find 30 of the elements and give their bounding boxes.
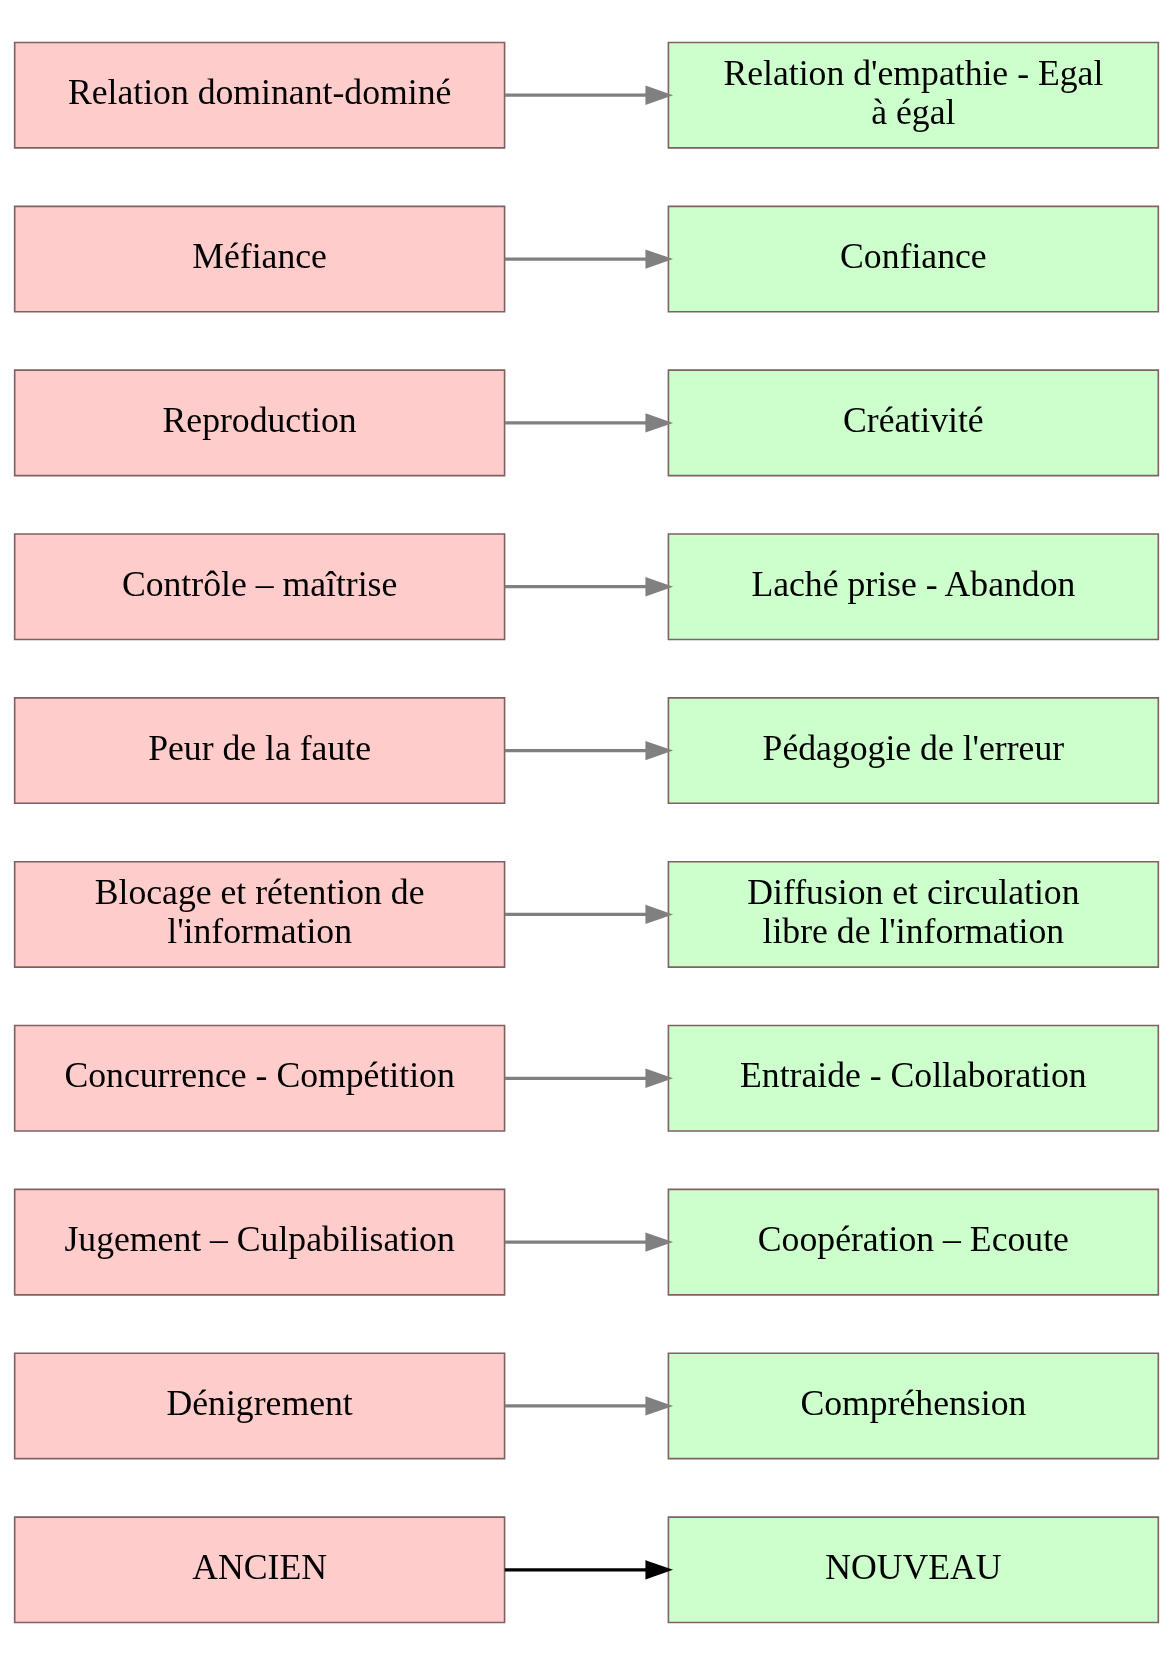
node-box: Concurrence - Compétition: [13, 1024, 506, 1132]
arrow: [504, 1395, 674, 1416]
node-box: Blocage et rétention de l'information: [13, 860, 506, 968]
node-box: Coopération – Ecoute: [667, 1188, 1160, 1296]
node-box: Compréhension: [667, 1351, 1160, 1459]
arrow: [504, 740, 674, 760]
node-box: Reproduction: [13, 368, 506, 476]
node-box: Confiance: [667, 205, 1160, 313]
node-box: Méfiance: [13, 205, 506, 313]
node-box: Pédagogie de l'erreur: [667, 696, 1160, 804]
node-box: NOUVEAU: [667, 1515, 1160, 1623]
arrow: [504, 1559, 674, 1579]
node-box: ANCIEN: [13, 1515, 506, 1623]
arrow: [504, 412, 674, 433]
node-box: Relation d'empathie - Egal à égal: [667, 41, 1160, 149]
node-box: Peur de la faute: [13, 696, 506, 804]
arrow: [504, 904, 674, 924]
node-box: Dénigrement: [13, 1351, 506, 1459]
node-box: Diffusion et circulation libre de l'information: [667, 860, 1160, 968]
arrow: [504, 1068, 674, 1088]
node-box: Laché prise - Abandon: [667, 532, 1160, 640]
node-box: Contrôle – maîtrise: [13, 532, 506, 640]
node-box: Créativité: [667, 368, 1160, 476]
node-box: Relation dominant-dominé: [13, 41, 506, 149]
node-box: Entraide - Collaboration: [667, 1024, 1160, 1132]
arrow: [504, 1231, 674, 1252]
arrow: [504, 248, 674, 269]
arrow: [504, 85, 674, 105]
arrow: [504, 576, 674, 596]
node-box: Jugement – Culpabilisation: [13, 1188, 506, 1296]
